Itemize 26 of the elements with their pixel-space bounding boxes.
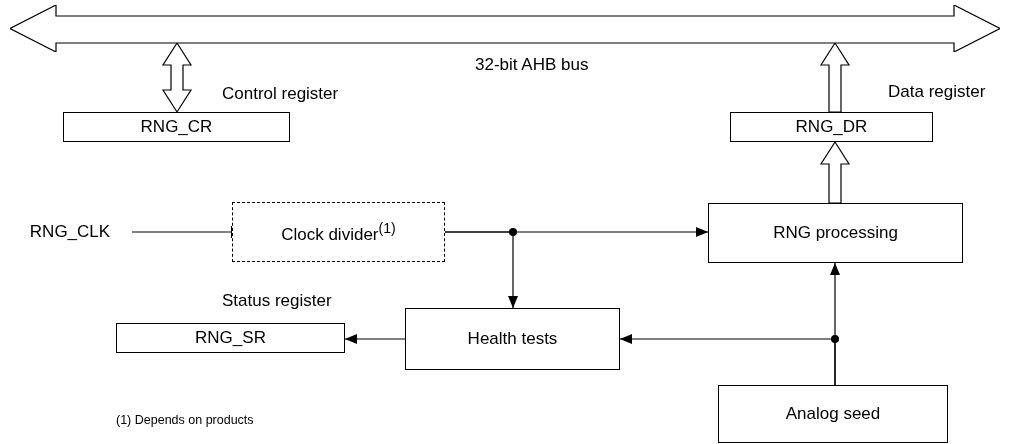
node-label: RNG_CLK bbox=[29, 222, 111, 242]
process-box bbox=[405, 308, 620, 370]
dashed-box bbox=[232, 202, 445, 262]
bus-label: 32-bit AHB bus bbox=[475, 55, 589, 75]
node-label: RNG_CR bbox=[140, 117, 213, 137]
node-label: RNG processing bbox=[773, 223, 898, 243]
footnote: (1) Depends on products bbox=[116, 413, 254, 427]
node-label: Clock divider$^{(1)}$ bbox=[281, 219, 396, 245]
register-caption: Control register bbox=[222, 84, 339, 104]
register-caption: Status register bbox=[222, 291, 332, 311]
node-label: RNG_SR bbox=[195, 328, 266, 348]
process-box bbox=[718, 385, 948, 443]
node-label: Analog seed bbox=[785, 404, 881, 424]
process-box bbox=[708, 203, 963, 263]
process-box bbox=[730, 112, 933, 142]
arrow bbox=[344, 334, 406, 344]
block-arrow bbox=[161, 41, 193, 114]
register-caption: Data register bbox=[888, 82, 986, 102]
arrow bbox=[619, 334, 836, 386]
node-label: Health tests bbox=[467, 329, 558, 349]
block-arrow bbox=[819, 140, 851, 204]
arrow bbox=[444, 231, 518, 309]
process-box bbox=[63, 112, 290, 142]
block-arrow bbox=[819, 41, 851, 113]
node-label: RNG_DR bbox=[795, 117, 868, 137]
process-box bbox=[116, 323, 345, 353]
